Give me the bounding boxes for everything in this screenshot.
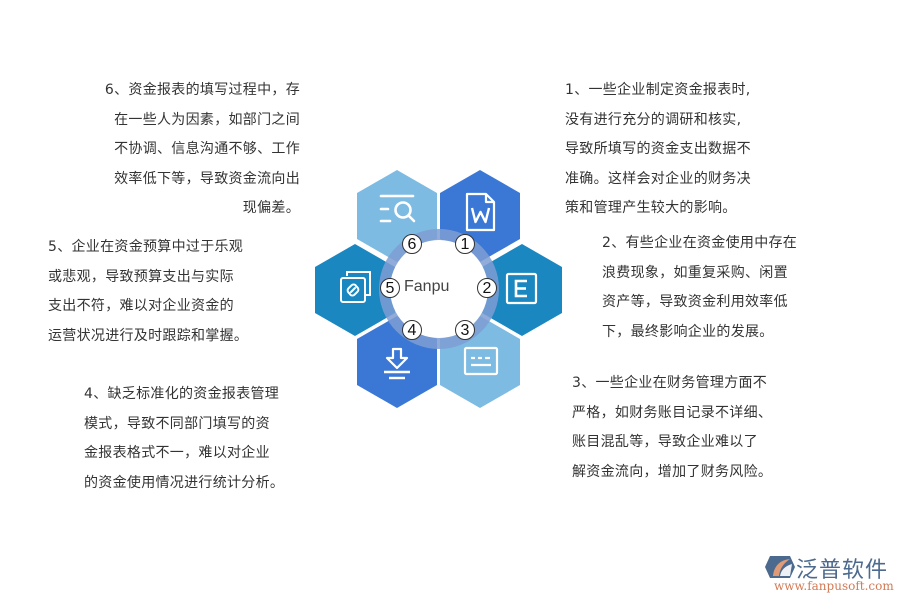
text-line: 效率低下等，导致资金流向出 — [114, 170, 300, 187]
text-line: 模式，导致不同部门填写的资 — [84, 415, 270, 432]
text-line: 3、一些企业在财务管理方面不 — [572, 375, 768, 391]
point-6-text: 6、资金报表的填写过程中，存 在一些人为因素，如部门之间 不协调、信息沟通不够、… — [70, 76, 300, 224]
number-badge-6: 6 — [402, 234, 422, 254]
point-5-text: 5、企业在资金预算中过于乐观 或悲观，导致预算支出与实际 支出不符，难以对企业资… — [48, 233, 248, 351]
excel-e-icon — [505, 272, 538, 305]
fanpu-logo: 泛普软件 www.fanpusoft.com — [762, 552, 897, 597]
logo-url: www.fanpusoft.com — [774, 579, 894, 593]
text-line: 2、有些企业在资金使用中存在 — [602, 235, 798, 251]
download-icon — [384, 347, 410, 380]
point-4-text: 4、缺乏标准化的资金报表管理 模式，导致不同部门填写的资 金报表格式不一，难以对… — [84, 380, 284, 498]
text-line: 解资金流向，增加了财务风险。 — [572, 463, 773, 480]
card-form-icon — [463, 346, 499, 376]
text-line: 或悲观，导致预算支出与实际 — [48, 268, 234, 285]
point-2-text: 2、有些企业在资金使用中存在 浪费现象，如重复采购、闲置 资产等，导致资金利用效… — [602, 229, 797, 347]
point-1-text: 1、一些企业制定资金报表时, 没有进行充分的调研和核实, 导致所填写的资金支出数… — [565, 76, 751, 224]
text-line: 6、资金报表的填写过程中，存 — [104, 82, 300, 98]
text-line: 资产等，导致资金利用效率低 — [602, 294, 788, 310]
point-3-text: 3、一些企业在财务管理方面不 严格，如财务账目记录不详细、 账目混乱等，导致企业… — [572, 369, 772, 487]
number-1: 1 — [460, 236, 470, 253]
text-line: 现偏差。 — [242, 200, 300, 216]
number-badge-3: 3 — [455, 320, 475, 340]
text-line: 浪费现象，如重复采购、闲置 — [602, 264, 788, 281]
number-2: 2 — [482, 280, 492, 297]
text-line: 金报表格式不一，难以对企业 — [84, 445, 270, 461]
number-badge-4: 4 — [402, 320, 422, 340]
text-line: 下，最终影响企业的发展。 — [602, 323, 774, 340]
text-line: 策和管理产生较大的影响。 — [565, 200, 737, 216]
number-5: 5 — [385, 280, 395, 297]
search-list-icon — [379, 194, 416, 223]
text-line: 准确。这样会对企业的财务决 — [565, 170, 751, 187]
number-6: 6 — [407, 236, 417, 253]
segment-5 — [315, 244, 395, 336]
number-4: 4 — [407, 322, 417, 339]
center-circle — [390, 240, 488, 338]
number-badge-2: 2 — [477, 278, 497, 298]
text-line: 5、企业在资金预算中过于乐观 — [48, 239, 244, 255]
text-line: 的资金使用情况进行统计分析。 — [84, 474, 285, 491]
center-label: Fanpu — [404, 278, 450, 295]
text-line: 运营状况进行及时跟踪和掌握。 — [48, 327, 249, 344]
text-line: 严格，如财务账目记录不详细、 — [572, 404, 773, 421]
text-line: 没有进行充分的调研和核实, — [565, 111, 742, 128]
segment-2 — [482, 244, 562, 336]
text-line: 导致所填写的资金支出数据不 — [565, 141, 751, 157]
number-3: 3 — [460, 322, 470, 339]
text-line: 在一些人为因素，如部门之间 — [114, 111, 300, 128]
number-badge-1: 1 — [455, 234, 475, 254]
word-document-icon — [465, 192, 496, 232]
logo-mark-icon — [765, 556, 795, 578]
text-line: 1、一些企业制定资金报表时, — [565, 82, 751, 98]
link-copy-icon — [340, 271, 371, 303]
text-line: 不协调、信息沟通不够、工作 — [114, 141, 300, 157]
number-badge-5: 5 — [380, 278, 400, 298]
text-line: 支出不符，难以对企业资金的 — [48, 298, 234, 314]
text-line: 4、缺乏标准化的资金报表管理 — [84, 386, 280, 402]
logo-name: 泛普软件 — [796, 558, 889, 583]
text-line: 账目混乱等，导致企业难以了 — [572, 434, 758, 450]
